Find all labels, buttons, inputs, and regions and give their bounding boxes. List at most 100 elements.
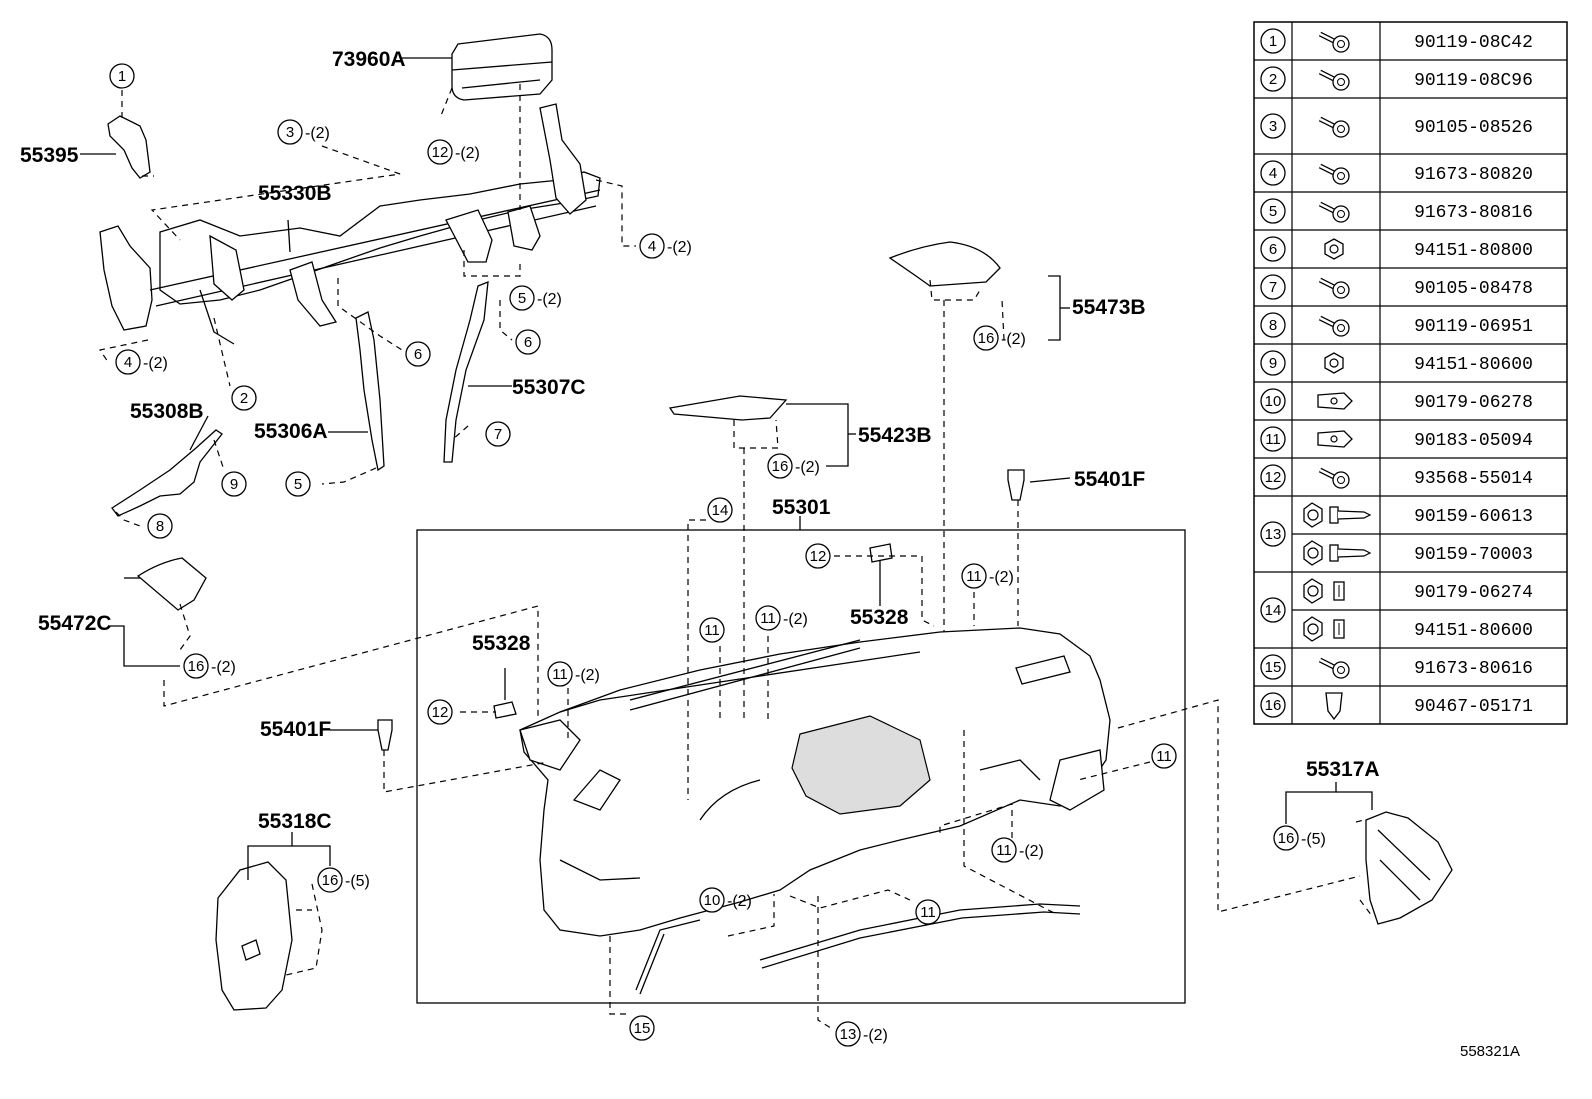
- reinforcement-55330b-drawing: [99, 103, 601, 345]
- instrument-panel-55301-drawing: [519, 627, 1111, 995]
- callout-quantity: -(2): [537, 291, 562, 308]
- fastener-icon: [1303, 502, 1372, 528]
- ref-circle: [1260, 692, 1286, 718]
- callout-circle: [515, 329, 541, 355]
- part-label-55395: 55395: [20, 144, 79, 167]
- callout-12: 12: [427, 699, 453, 725]
- callout-circle: [961, 563, 987, 589]
- fastener-icon: [1324, 238, 1344, 260]
- ref-circle: [1260, 312, 1286, 338]
- callout-number: 11: [966, 568, 982, 585]
- ref-number: 16: [1265, 697, 1282, 714]
- callout-number: 12: [432, 144, 449, 161]
- ref-number: 3: [1269, 118, 1277, 135]
- part-number: 91673-80820: [1414, 165, 1533, 185]
- callout-circle: [115, 349, 141, 375]
- part-label-55401f: 55401F: [1074, 468, 1145, 491]
- part-number: 94151-80600: [1414, 621, 1533, 641]
- part-number: 90105-08478: [1414, 279, 1533, 299]
- part-label-55330b: 55330B: [258, 182, 332, 205]
- callout-number: 15: [634, 1020, 651, 1037]
- callout-circle: [915, 899, 941, 925]
- callout-number: 11: [920, 904, 936, 921]
- callout-11: 11: [699, 617, 725, 643]
- cover-55473b-drawing: [888, 241, 1001, 287]
- callout-circle: [509, 285, 535, 311]
- callout-9: 9: [221, 471, 247, 497]
- callout-number: 1: [118, 68, 126, 85]
- callout-quantity: -(2): [455, 145, 480, 162]
- callout-number: 9: [230, 476, 238, 493]
- ref-circle: [1260, 521, 1286, 547]
- callout-16: 16-(2): [973, 325, 1026, 351]
- callout-4: 4-(2): [115, 349, 168, 375]
- ref-number: 13: [1265, 526, 1282, 543]
- callout-10: 10-(2): [699, 887, 752, 913]
- ref-circle: [1260, 198, 1286, 224]
- callout-circle: [277, 119, 303, 145]
- callout-number: 16: [188, 658, 205, 675]
- ref-number: 14: [1265, 602, 1282, 619]
- callout-circle: [835, 1021, 861, 1047]
- parts-table-row: 3 90105-08526: [1254, 97, 1567, 139]
- callout-quantity: -(2): [795, 459, 820, 476]
- brace-55308b-drawing: [111, 429, 223, 517]
- callout-1: 1: [109, 63, 135, 89]
- panel-55301-frame: [416, 529, 1186, 1004]
- callout-quantity: -(2): [211, 659, 236, 676]
- callout-number: 6: [414, 346, 422, 363]
- callout-circle: [485, 421, 511, 447]
- bracket-55328-right-drawing: [869, 543, 893, 563]
- part-number: 90119-06951: [1414, 317, 1533, 337]
- clip-55401f-right-drawing: [1007, 469, 1025, 501]
- ref-number: 2: [1269, 71, 1277, 88]
- ref-circle: [1260, 597, 1286, 623]
- parts-table-row: 16 90467-05171: [1254, 685, 1567, 721]
- part-label-55328: 55328: [850, 606, 909, 629]
- callout-number: 11: [1156, 748, 1172, 765]
- callout-circle: [973, 325, 999, 351]
- callout-number: 4: [124, 354, 132, 371]
- callout-11: 11: [915, 899, 941, 925]
- ref-number: 12: [1265, 469, 1282, 486]
- ref-circle: [1260, 464, 1286, 490]
- cover-55472c-drawing: [136, 557, 207, 611]
- callout-quantity: -(2): [575, 667, 600, 684]
- callout-circle: [231, 385, 257, 411]
- callout-circle: [629, 1015, 655, 1041]
- part-number: 90183-05094: [1414, 431, 1533, 451]
- callout-14: 14: [707, 497, 733, 523]
- ref-circle: [1260, 274, 1286, 300]
- callout-circle: [767, 453, 793, 479]
- part-number: 90467-05171: [1414, 697, 1533, 717]
- fastener-icon: [1317, 392, 1353, 410]
- callout-number: 11: [996, 842, 1012, 859]
- callout-quantity: -(2): [1001, 331, 1026, 348]
- callout-12: 12: [805, 543, 831, 569]
- ref-circle: [1260, 113, 1286, 139]
- bracket-55328-left-drawing: [493, 701, 517, 719]
- ref-circle: [1260, 66, 1286, 92]
- part-number: 90159-70003: [1414, 545, 1533, 565]
- part-label-55473b: 55473B: [1072, 296, 1146, 319]
- ref-circle: [1260, 236, 1286, 262]
- callout-quantity: -(2): [863, 1027, 888, 1044]
- brace-55306a-drawing: [355, 311, 385, 472]
- fastener-icon: [1318, 277, 1350, 299]
- callout-number: 10: [704, 892, 721, 909]
- part-number: 94151-80600: [1414, 355, 1533, 375]
- part-number: 90119-08C42: [1414, 33, 1533, 53]
- callout-circle: [1273, 825, 1299, 851]
- callout-15: 15: [629, 1015, 655, 1041]
- callout-number: 12: [810, 548, 827, 565]
- part-number: 90105-08526: [1414, 118, 1533, 138]
- callout-circle: [147, 513, 173, 539]
